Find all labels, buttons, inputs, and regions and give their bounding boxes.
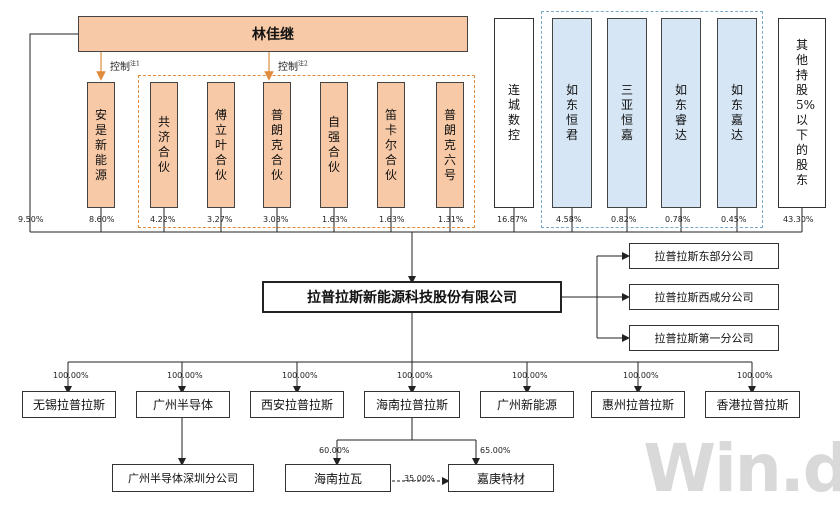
controller-box: 林佳继 xyxy=(78,16,468,52)
shareholder-pct-10: 0.78% xyxy=(665,215,691,224)
hainan-child-pct-1: 65.00% xyxy=(480,446,511,455)
hainan-child-pct-0: 60.00% xyxy=(319,446,350,455)
company-name: 拉普拉斯新能源科技股份有限公司 xyxy=(307,290,517,306)
controller-pct: 9.50% xyxy=(18,215,44,224)
subsidiary-3: 海南拉普拉斯 xyxy=(364,391,460,418)
shareholder-5: 笛卡尔合伙 xyxy=(377,82,405,208)
shareholder-0: 安是新能源 xyxy=(87,82,115,208)
shareholder-10: 如东睿达 xyxy=(661,18,701,208)
shareholder-8: 如东恒君 xyxy=(552,18,592,208)
shareholder-pct-7: 16.87% xyxy=(497,215,528,224)
shareholder-2: 傅立叶合伙 xyxy=(207,82,235,208)
shareholder-pct-9: 0.82% xyxy=(611,215,637,224)
subsidiary-1: 广州半导体 xyxy=(136,391,230,418)
shareholder-pct-1: 4.22% xyxy=(150,215,176,224)
shareholder-pct-12: 43.30% xyxy=(783,215,814,224)
subsidiary-0: 无锡拉普拉斯 xyxy=(22,391,116,418)
subsidiary-6: 香港拉普拉斯 xyxy=(705,391,800,418)
shareholder-12: 其他持股5%以下的股东 xyxy=(778,18,826,208)
shareholder-pct-11: 0.45% xyxy=(721,215,747,224)
shareholder-9: 三亚恒嘉 xyxy=(607,18,647,208)
rudong-group xyxy=(541,11,763,228)
control-label-1: 控制注1 xyxy=(110,60,140,73)
partnership-group xyxy=(138,75,475,228)
hainan-child-0: 海南拉瓦 xyxy=(285,464,391,492)
control-label-2: 控制注2 xyxy=(278,60,308,73)
subsidiary-2: 西安拉普拉斯 xyxy=(250,391,344,418)
subsidiary-pct-3: 100.00% xyxy=(397,371,433,380)
shareholder-pct-8: 4.58% xyxy=(556,215,582,224)
subsidiary-5: 惠州拉普拉斯 xyxy=(591,391,685,418)
shareholder-pct-3: 3.03% xyxy=(263,215,289,224)
subsidiary-pct-1: 100.00% xyxy=(167,371,203,380)
shareholder-3: 普朗克合伙 xyxy=(263,82,291,208)
branch-0: 拉普拉斯东部分公司 xyxy=(629,243,779,269)
shareholder-pct-2: 3.27% xyxy=(207,215,233,224)
gz-branch-box: 广州半导体深圳分公司 xyxy=(112,464,254,492)
hainan-child-1: 嘉庚特材 xyxy=(448,464,554,492)
subsidiary-pct-2: 100.00% xyxy=(282,371,318,380)
subsidiary-pct-5: 100.00% xyxy=(623,371,659,380)
shareholder-7: 连城数控 xyxy=(494,18,534,208)
shareholder-pct-0: 8.60% xyxy=(89,215,115,224)
lawa-jiageng-pct: 35.00% xyxy=(404,474,435,483)
subsidiary-pct-4: 100.00% xyxy=(512,371,548,380)
shareholder-pct-4: 1.63% xyxy=(322,215,348,224)
shareholder-6: 普朗克六号 xyxy=(436,82,464,208)
subsidiary-pct-6: 100.00% xyxy=(737,371,773,380)
subsidiary-pct-0: 100.00% xyxy=(53,371,89,380)
shareholder-4: 自强合伙 xyxy=(320,82,348,208)
branch-2: 拉普拉斯第一分公司 xyxy=(629,325,779,351)
shareholder-11: 如东嘉达 xyxy=(717,18,757,208)
shareholder-pct-5: 1.63% xyxy=(379,215,405,224)
watermark: Win.d xyxy=(643,430,840,507)
company-box: 拉普拉斯新能源科技股份有限公司 xyxy=(262,281,562,313)
shareholder-1: 共济合伙 xyxy=(150,82,178,208)
controller-name: 林佳继 xyxy=(252,27,294,43)
subsidiary-4: 广州新能源 xyxy=(480,391,574,418)
shareholder-pct-6: 1.31% xyxy=(438,215,464,224)
branch-1: 拉普拉斯西咸分公司 xyxy=(629,284,779,310)
